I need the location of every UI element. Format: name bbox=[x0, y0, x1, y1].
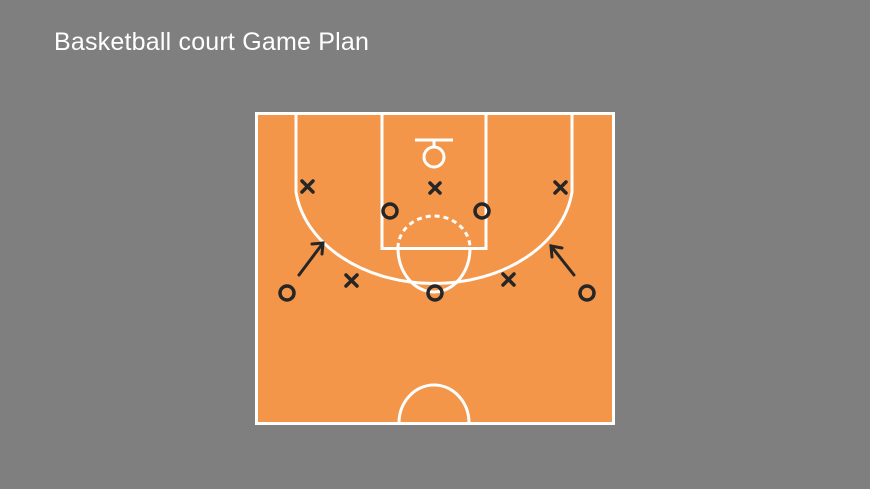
free-throw-circle-dashed bbox=[396, 214, 472, 249]
defender-x-icon bbox=[300, 179, 315, 194]
three-point-line bbox=[294, 113, 574, 286]
movement-arrow-icon bbox=[297, 241, 325, 277]
center-circle bbox=[397, 383, 471, 424]
offense-circle-icon bbox=[426, 284, 444, 302]
hoop-icon bbox=[415, 138, 453, 169]
basketball-court-diagram bbox=[255, 112, 615, 425]
offense-circle-icon bbox=[278, 284, 296, 302]
offense-circle-icon bbox=[473, 202, 491, 220]
paint-key bbox=[380, 112, 488, 250]
defender-x-icon bbox=[553, 180, 568, 195]
court-floor bbox=[255, 112, 615, 425]
defender-x-icon bbox=[501, 272, 516, 287]
defender-x-icon bbox=[428, 181, 442, 195]
movement-arrow-icon bbox=[549, 244, 576, 277]
defender-x-icon bbox=[344, 273, 359, 288]
offense-circle-icon bbox=[381, 202, 399, 220]
offense-circle-icon bbox=[578, 284, 596, 302]
slide-title: Basketball court Game Plan bbox=[54, 28, 370, 56]
free-throw-circle bbox=[396, 247, 472, 294]
